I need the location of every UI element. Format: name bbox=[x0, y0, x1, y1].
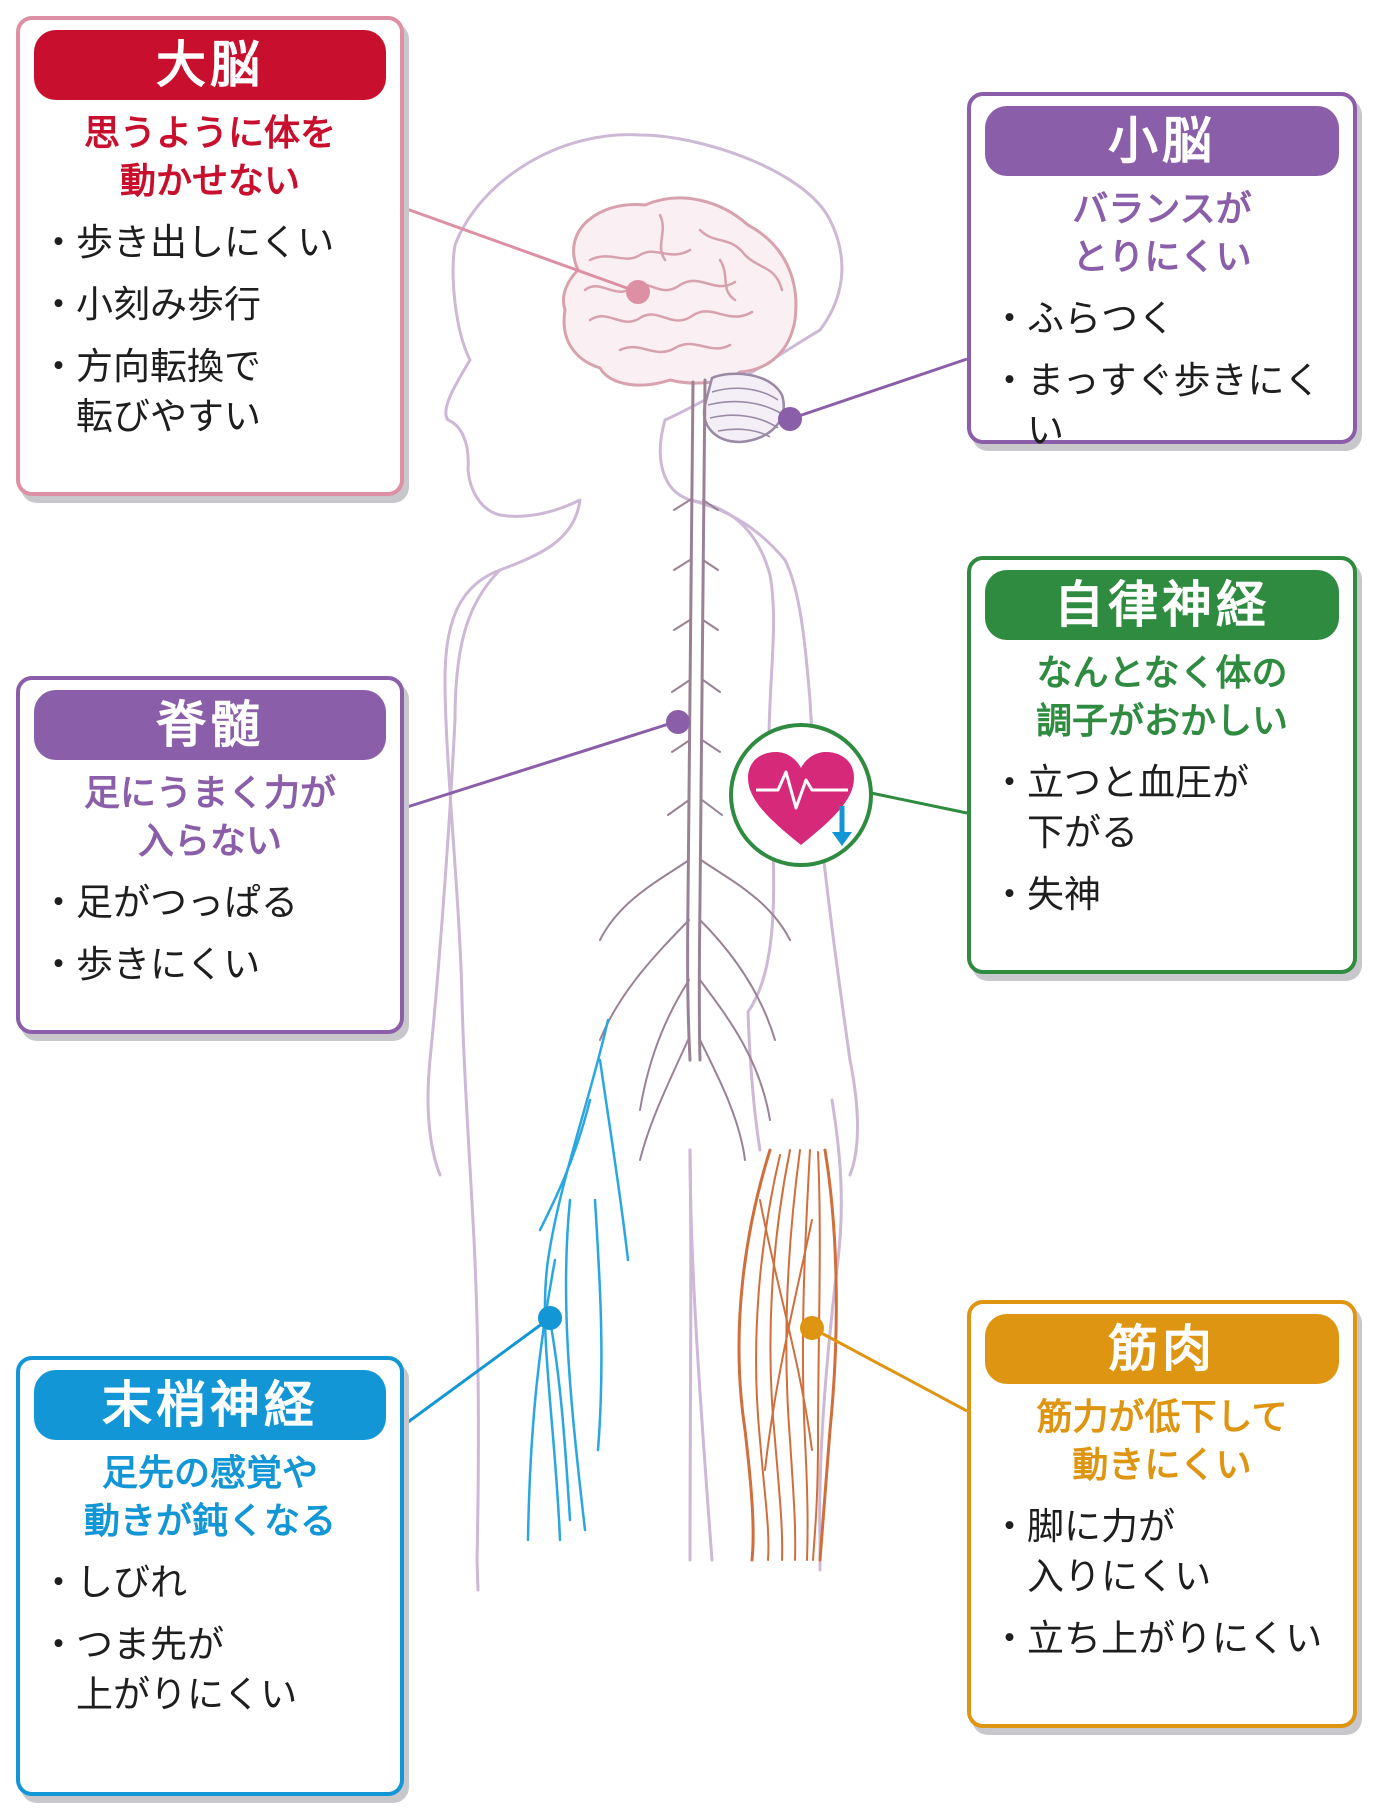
leader-peripheral bbox=[403, 1316, 551, 1427]
card-subtitle: バランスがとりにくい bbox=[1072, 189, 1252, 278]
symptom-item: しびれ bbox=[34, 1558, 386, 1608]
dot-peripheral bbox=[538, 1306, 562, 1330]
symptom-item: 歩きにくい bbox=[34, 940, 386, 990]
leader-autonomic bbox=[870, 791, 968, 815]
dot-cerebellum bbox=[778, 407, 802, 431]
card-subtitle: 足にうまく力が入らない bbox=[83, 773, 336, 862]
symptom-item: 小刻み歩行 bbox=[34, 280, 386, 330]
spinal-cord bbox=[599, 378, 791, 1161]
symptom-list: ふらつくまっすぐ歩きにくい bbox=[985, 294, 1339, 456]
card-subtitle: 思うように体を動かせない bbox=[83, 113, 336, 202]
leader-dots bbox=[538, 280, 824, 1340]
symptom-item: 失神 bbox=[985, 870, 1339, 920]
symptom-item: 歩き出しにくい bbox=[34, 218, 386, 268]
symptom-list: 脚に力が入りにくい立ち上がりにくい bbox=[985, 1502, 1339, 1664]
leader-lines bbox=[403, 206, 968, 1427]
card-title: 大脳 bbox=[34, 30, 386, 100]
card-subtitle: 足先の感覚や動きが鈍くなる bbox=[83, 1453, 336, 1542]
leader-muscle bbox=[811, 1326, 968, 1413]
arrow-down-icon bbox=[832, 806, 852, 846]
symptom-item: ふらつく bbox=[985, 294, 1339, 344]
symptom-list: 立つと血圧が下がる失神 bbox=[985, 758, 1339, 920]
leader-cerebellum bbox=[789, 357, 968, 421]
card-title: 末梢神経 bbox=[34, 1370, 386, 1440]
symptom-list: しびれつま先が上がりにくい bbox=[34, 1558, 386, 1720]
symptom-item: 立ち上がりにくい bbox=[985, 1614, 1339, 1664]
symptom-item: まっすぐ歩きにくい bbox=[985, 356, 1339, 456]
symptom-list: 歩き出しにくい小刻み歩行方向転換で転びやすい bbox=[34, 218, 386, 442]
symptom-item: 足がつっぱる bbox=[34, 878, 386, 928]
heart-pulse-icon bbox=[729, 723, 873, 867]
card-title: 筋肉 bbox=[985, 1314, 1339, 1384]
card-subtitle: 筋力が低下して動きにくい bbox=[1036, 1397, 1288, 1486]
dot-muscle bbox=[800, 1316, 824, 1340]
dot-cerebrum bbox=[626, 280, 650, 304]
dot-spinal bbox=[666, 710, 690, 734]
symptom-list: 足がつっぱる歩きにくい bbox=[34, 878, 386, 990]
thigh-muscle bbox=[737, 1148, 838, 1562]
card-title: 自律神経 bbox=[985, 570, 1339, 640]
card-title: 脊髄 bbox=[34, 690, 386, 760]
peripheral-nerves bbox=[526, 1018, 630, 1542]
card-subtitle: なんとなく体の調子がおかしい bbox=[1035, 653, 1288, 742]
card-title: 小脳 bbox=[985, 106, 1339, 176]
leader-spinal bbox=[403, 720, 676, 810]
leader-cerebrum bbox=[403, 206, 639, 294]
brain bbox=[562, 196, 798, 444]
